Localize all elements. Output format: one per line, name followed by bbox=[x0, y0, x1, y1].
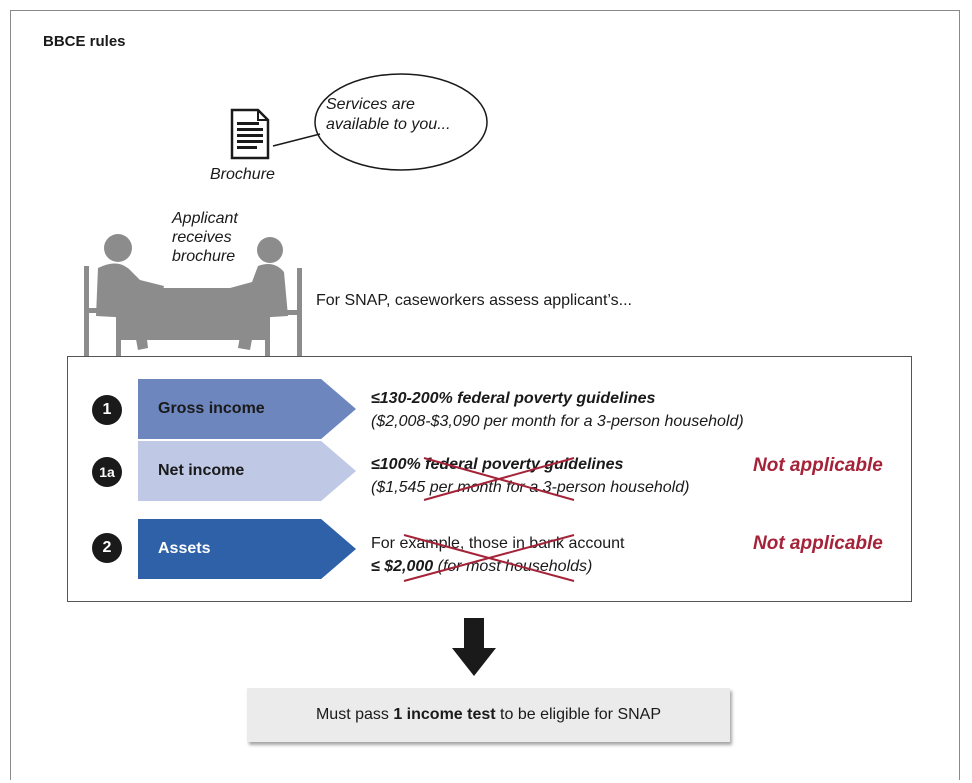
rule-label-net-income: Net income bbox=[138, 441, 356, 501]
brochure-label: Brochure bbox=[210, 166, 275, 183]
rule-label-assets: Assets bbox=[138, 519, 356, 579]
rule-condition-gross-income: ≤130-200% federal poverty guidelines ($2… bbox=[371, 387, 744, 433]
net-income-cross-out bbox=[423, 457, 575, 501]
assets-cross-out bbox=[403, 534, 575, 582]
rule-number-2: 2 bbox=[92, 533, 122, 563]
result-box: Must pass 1 income test to be eligible f… bbox=[247, 688, 730, 742]
bubble-line-2: available to you... bbox=[326, 116, 451, 133]
brochure-icon bbox=[230, 108, 270, 160]
applicant-label: Applicant receives brochure bbox=[172, 209, 262, 266]
rule-number-1a: 1a bbox=[92, 457, 122, 487]
figure-frame bbox=[10, 10, 960, 780]
result-prefix: Must pass bbox=[315, 706, 394, 723]
intro-text: For SNAP, caseworkers assess applicant’s… bbox=[316, 292, 632, 309]
result-suffix: to be eligible for SNAP bbox=[495, 706, 662, 723]
applicant-line-2: receives bbox=[172, 229, 232, 246]
meeting-people-icon bbox=[84, 234, 302, 358]
gross-income-threshold: ≤130-200% federal poverty guidelines bbox=[371, 390, 656, 407]
rule-label-gross-income: Gross income bbox=[138, 379, 356, 439]
figure-title: BBCE rules bbox=[43, 33, 126, 50]
applicant-line-3: brochure bbox=[172, 248, 236, 265]
gross-income-amount: ($2,008-$3,090 per month for a 3-person … bbox=[371, 413, 744, 430]
speech-bubble-text: Services are available to you... bbox=[326, 95, 466, 135]
assets-limit: ≤ $2,000 bbox=[371, 558, 434, 575]
result-bold: 1 income test bbox=[393, 706, 496, 723]
assets-not-applicable: Not applicable bbox=[753, 533, 883, 554]
speech-bubble bbox=[272, 73, 488, 171]
bubble-line-1: Services are bbox=[326, 96, 415, 113]
down-arrow-icon bbox=[452, 618, 496, 676]
applicant-line-1: Applicant bbox=[172, 210, 238, 227]
rule-number-1: 1 bbox=[92, 395, 122, 425]
net-income-not-applicable: Not applicable bbox=[753, 455, 883, 476]
